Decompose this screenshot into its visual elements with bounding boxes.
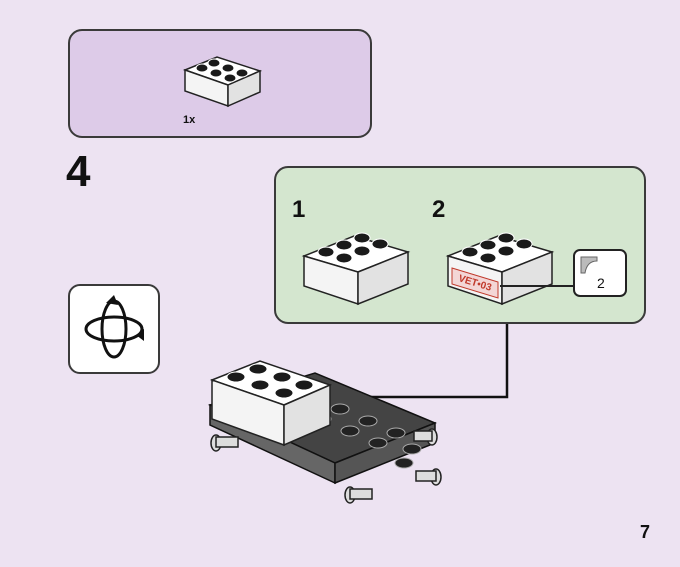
white-brick-with-sticker-icon: VET•03 (445, 232, 555, 306)
substep-panel: 1 2 VET•03 (274, 166, 646, 324)
substep-label-2: 2 (432, 196, 446, 223)
sticker-leader-line (500, 285, 574, 287)
white-brick-icon (301, 232, 411, 306)
vehicle-chassis-assembly (207, 360, 442, 504)
sticker-reference: 2 (573, 249, 627, 297)
part-quantity: 1x (183, 114, 196, 126)
step-number: 4 (66, 147, 91, 196)
sticker-reference-number: 2 (597, 275, 605, 291)
sticker-peel-icon (580, 256, 598, 274)
rotate-model-icon (68, 284, 160, 374)
substep-label-1: 1 (292, 196, 306, 223)
white-brick-2x3-icon (182, 56, 263, 108)
rotate-arrows-icon (84, 295, 144, 359)
page-number: 7 (640, 522, 651, 542)
parts-list-panel: 1x (68, 29, 372, 138)
